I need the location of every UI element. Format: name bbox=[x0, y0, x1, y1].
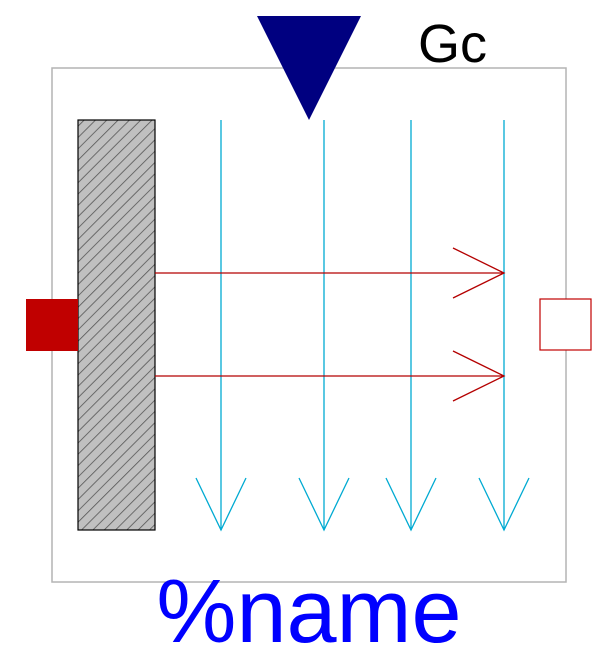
radiation-arrow-1 bbox=[195, 120, 247, 532]
heat-port-b[interactable] bbox=[539, 298, 592, 351]
instance-name-label: %name bbox=[156, 562, 461, 662]
conduction-arrow-lower bbox=[155, 350, 506, 402]
radiation-arrow-4 bbox=[478, 120, 530, 532]
parameter-label: Gc bbox=[418, 14, 487, 74]
conduction-arrows bbox=[155, 247, 506, 402]
conduction-arrow-upper bbox=[155, 247, 506, 299]
heat-port-a[interactable] bbox=[26, 299, 78, 351]
radiation-arrows bbox=[195, 120, 530, 532]
input-connector-triangle-icon[interactable] bbox=[257, 16, 361, 120]
hatched-wall-icon bbox=[77, 119, 156, 531]
radiation-arrow-3 bbox=[385, 120, 437, 532]
radiation-arrow-2 bbox=[298, 120, 350, 532]
